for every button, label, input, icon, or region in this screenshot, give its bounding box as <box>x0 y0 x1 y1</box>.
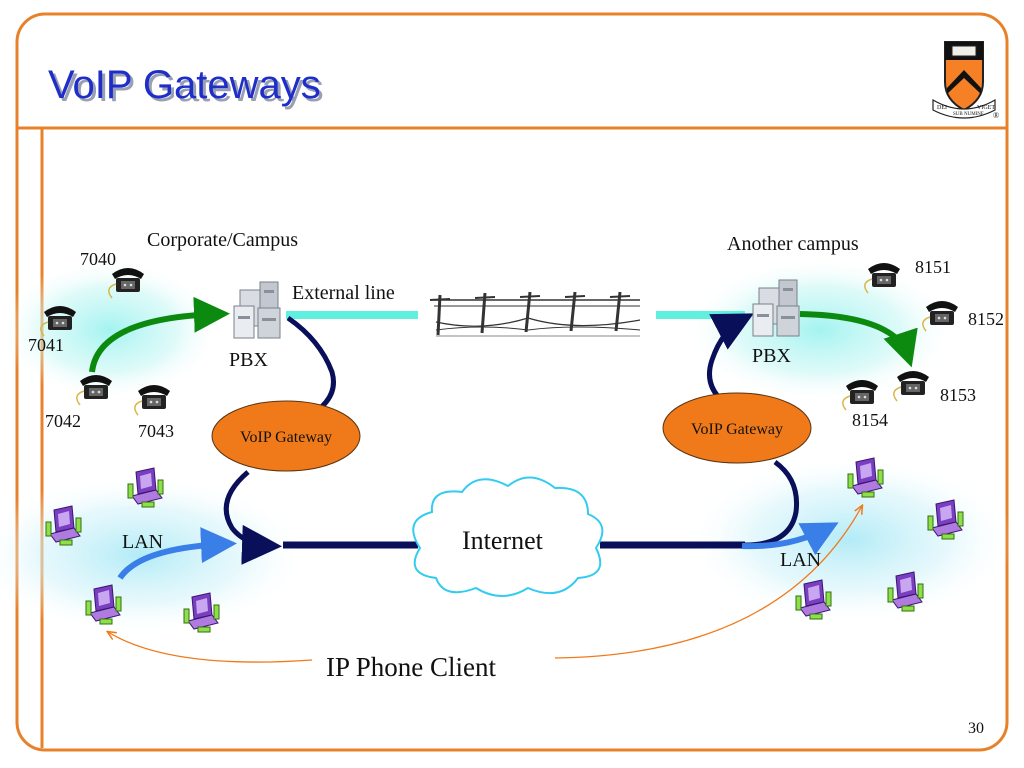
voip-gateway-left: VoIP Gateway <box>211 400 361 472</box>
extension-label-8154: 8154 <box>852 410 888 430</box>
telephone-pole-fence-icon <box>429 291 641 337</box>
right-phone-area-glow <box>685 258 955 402</box>
extension-label-7040: 7040 <box>80 249 116 269</box>
extension-label-7041: 7041 <box>28 335 64 355</box>
external-line-label: External line <box>292 282 395 304</box>
university-shield-logo: DEI SUB NUMINE VIGET ® <box>932 41 999 120</box>
pbx-right-label: PBX <box>752 345 791 367</box>
pbx-server-icon-left <box>233 281 281 339</box>
client-arrow-right <box>554 506 862 659</box>
slide-frame <box>15 12 1009 752</box>
blue-arrow-left <box>117 527 237 580</box>
green-arrow-right <box>799 311 918 368</box>
lan-left-label: LAN <box>122 531 163 553</box>
right-lan-area-glow <box>685 455 1015 625</box>
voip-gateway-left-label: VoIP Gateway <box>240 429 332 446</box>
internet-to-gateway-link-right <box>744 459 800 548</box>
green-arrow-left <box>89 296 230 373</box>
lan-right-label: LAN <box>780 549 821 571</box>
logo-motto-left: DEI <box>937 105 947 111</box>
extension-label-8152: 8152 <box>968 309 1004 329</box>
voip-gateway-right: VoIP Gateway <box>662 392 812 464</box>
voip-gateway-right-label: VoIP Gateway <box>691 421 783 438</box>
page-title: VoIP Gateways <box>48 63 321 107</box>
extension-label-7042: 7042 <box>45 411 81 431</box>
page-number: 30 <box>968 720 984 737</box>
blue-arrow-right <box>741 522 839 556</box>
extension-label-8153: 8153 <box>940 385 976 405</box>
cloud-icon <box>412 476 604 597</box>
client-arrow-left <box>108 632 313 663</box>
extension-label-8151: 8151 <box>915 257 951 277</box>
left-phone-area-glow <box>0 260 220 400</box>
ip-phone-client-label: IP Phone Client <box>326 652 497 682</box>
registered-mark: ® <box>993 111 999 120</box>
logo-motto-center: SUB NUMINE <box>953 112 984 117</box>
internet-label: Internet <box>462 526 544 555</box>
page-title-shadow: VoIP Gateways <box>51 66 324 110</box>
pbx-left-label: PBX <box>229 349 268 371</box>
left-site-heading: Corporate/Campus <box>147 229 298 251</box>
right-site-heading: Another campus <box>727 233 859 255</box>
extension-label-7043: 7043 <box>138 421 174 441</box>
logo-motto-right: VIGET <box>977 105 995 111</box>
